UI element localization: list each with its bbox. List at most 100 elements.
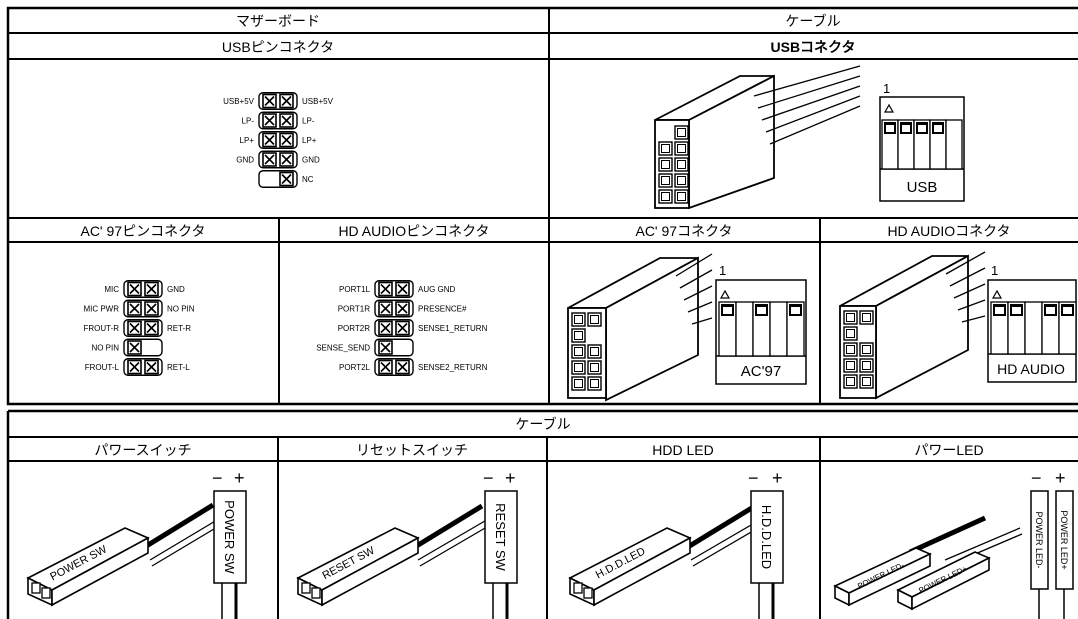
cable-contact-window bbox=[723, 307, 732, 314]
pin-label-left: NO PIN bbox=[91, 344, 119, 353]
plug-hole-inner bbox=[677, 128, 686, 137]
cable-slot bbox=[735, 301, 754, 357]
usb-pin-header: USBピンコネクタ bbox=[222, 39, 334, 55]
reset-sw-plug-drawing bbox=[296, 503, 493, 607]
pin-label-right: GND bbox=[302, 156, 320, 165]
pin-label-right: USB+5V bbox=[302, 97, 334, 106]
pin-cross-icon bbox=[378, 301, 393, 316]
plug-hole-inner bbox=[862, 345, 871, 354]
power-led-plus-tag-label: POWER LED+ bbox=[1059, 510, 1069, 569]
plug-hole-inner bbox=[846, 377, 855, 386]
top-table-grid bbox=[6, 6, 1078, 406]
ac97-cable-plug-drawing bbox=[567, 253, 713, 402]
plug-hole-inner bbox=[846, 313, 855, 322]
pin-label-right: NO PIN bbox=[167, 305, 195, 314]
pin-label-right: RET-R bbox=[167, 324, 191, 333]
power-sw-plug-drawing bbox=[26, 502, 225, 607]
cable-header-top: ケーブル bbox=[785, 13, 840, 29]
pin-label-left: MIC bbox=[104, 285, 119, 294]
hd-cable-label: HD AUDIO bbox=[997, 361, 1065, 377]
ac97-pin-header: AC' 97ピンコネクタ bbox=[80, 223, 205, 239]
hd-cable-plug-drawing bbox=[839, 251, 986, 400]
pin-cross-icon bbox=[279, 113, 294, 128]
plug-hole bbox=[859, 310, 874, 325]
cable-contact-window bbox=[886, 125, 894, 132]
plug-hole bbox=[571, 312, 586, 327]
plug-hole-inner bbox=[574, 347, 583, 356]
plug-hole bbox=[674, 157, 689, 172]
ac97-cable-label: AC'97 bbox=[741, 363, 781, 380]
plug-hole-inner bbox=[661, 176, 670, 185]
bottom-table-grid bbox=[6, 409, 1078, 619]
pin-cross-icon bbox=[127, 340, 142, 355]
pin-label-left: USB+5V bbox=[223, 97, 255, 106]
pin-cross-icon bbox=[144, 301, 159, 316]
pin-cross-icon bbox=[378, 281, 393, 297]
pin-cross-icon bbox=[279, 152, 294, 167]
pin-cross-icon bbox=[144, 359, 159, 375]
hdd-led-plus: + bbox=[772, 468, 783, 488]
plug-hole-inner bbox=[574, 379, 583, 388]
pin-label-right: SENSE1_RETURN bbox=[418, 324, 488, 333]
cable-contact-window bbox=[1063, 307, 1072, 314]
plug-hole-inner bbox=[677, 192, 686, 201]
reset-sw-tag bbox=[484, 490, 518, 619]
plug-hole bbox=[674, 125, 689, 140]
pin-label-left: PORT2L bbox=[339, 363, 371, 372]
pin-cross-icon bbox=[262, 132, 277, 148]
pin-cross-icon bbox=[262, 93, 277, 109]
pin-cross-icon bbox=[127, 320, 142, 336]
usb-connector-header: USBコネクタ bbox=[771, 39, 856, 55]
pin-label-right: SENSE2_RETURN bbox=[418, 363, 488, 372]
reset-sw-header: リセットスイッチ bbox=[356, 442, 468, 458]
pin-cross-icon bbox=[127, 359, 142, 375]
pin-label-left: PORT1R bbox=[338, 305, 371, 314]
hdd-led-tag bbox=[750, 490, 784, 619]
pin-label-left: PORT2R bbox=[338, 324, 371, 333]
pin-label-right: AUG GND bbox=[418, 285, 456, 294]
pin-label-left: PORT1L bbox=[339, 285, 371, 294]
plug-hole-inner bbox=[590, 379, 599, 388]
pin-cross-icon bbox=[127, 301, 142, 316]
plug-hole bbox=[571, 328, 586, 343]
pin-cross-icon bbox=[262, 113, 277, 128]
plug-hole bbox=[571, 344, 586, 359]
cable-contact-window bbox=[902, 125, 910, 132]
reset-sw-plus: + bbox=[505, 468, 516, 488]
power-led-plug-drawing bbox=[833, 515, 1023, 611]
cable-contact-window bbox=[995, 307, 1004, 314]
pin-label-left: SENSE_SEND bbox=[316, 344, 370, 353]
pin-cross-icon bbox=[127, 281, 142, 297]
plug-hole bbox=[674, 141, 689, 156]
pin-cross-icon bbox=[378, 340, 393, 355]
pin-cross-icon bbox=[279, 132, 294, 148]
cable-contact-window bbox=[1046, 307, 1055, 314]
usb-cable-face bbox=[879, 96, 965, 202]
pin-label-right: LP- bbox=[302, 117, 315, 126]
motherboard-header: マザーボード bbox=[236, 13, 320, 29]
ac97-connector-header: AC' 97コネクタ bbox=[635, 223, 732, 239]
pin-cross-icon bbox=[144, 320, 159, 336]
pin-label-left: FROUT-L bbox=[85, 363, 120, 372]
pin-cross-icon bbox=[395, 320, 410, 336]
pin-label-left: LP- bbox=[242, 117, 255, 126]
pin-cross-icon bbox=[262, 152, 277, 167]
plug-hole-inner bbox=[661, 144, 670, 153]
plug-hole bbox=[658, 157, 673, 172]
pin-cross-icon bbox=[279, 93, 294, 109]
plug-hole-inner bbox=[661, 160, 670, 169]
hdd-led-header: HDD LED bbox=[652, 442, 713, 458]
plug-hole bbox=[843, 358, 858, 373]
cable-contact-window bbox=[918, 125, 926, 132]
plug-hole bbox=[587, 344, 602, 359]
power-sw-header: パワースイッチ bbox=[94, 442, 191, 458]
plug-hole-inner bbox=[677, 144, 686, 153]
plug-hole-inner bbox=[677, 160, 686, 169]
ac97-cable-face bbox=[715, 279, 807, 385]
usb-cable-label: USB bbox=[907, 179, 938, 196]
pin-cross-icon bbox=[144, 281, 159, 297]
hd-cable-pin-number: 1 bbox=[991, 263, 998, 278]
plug-hole-inner bbox=[846, 329, 855, 338]
